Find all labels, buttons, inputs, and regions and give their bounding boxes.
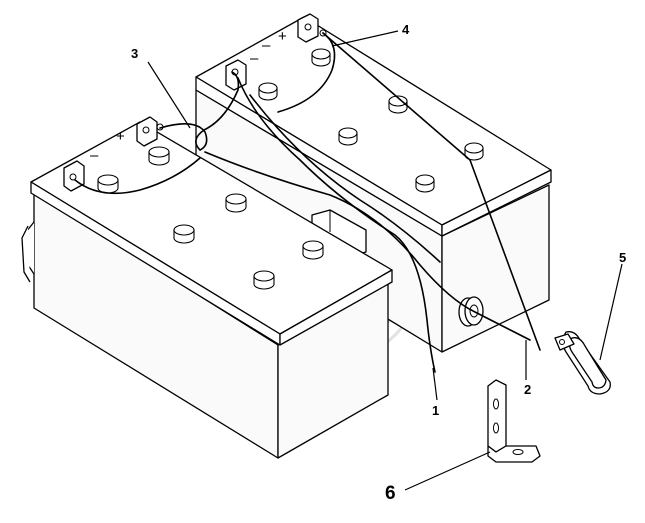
cell-cap <box>97 174 119 194</box>
cell-cap <box>225 193 247 213</box>
negative-sign: – <box>262 37 271 54</box>
cell-cap <box>311 48 331 67</box>
positive-terminal: + – <box>262 13 327 54</box>
cable-grommet-icon <box>458 296 484 327</box>
positive-terminal: + <box>116 116 164 147</box>
cell-cap <box>415 174 435 193</box>
callout-1: 1 <box>432 403 439 418</box>
negative-sign: – <box>90 147 99 164</box>
battery-cables <box>74 32 541 373</box>
cell-cap <box>148 146 170 166</box>
cell-cap <box>253 270 275 290</box>
callout-leaders <box>147 30 623 491</box>
callout-5: 5 <box>619 250 626 265</box>
positive-sign: + <box>278 28 287 45</box>
battery-handle <box>21 221 35 283</box>
mounting-bracket-icon <box>487 379 541 463</box>
cell-cap <box>302 240 324 260</box>
cell-cap <box>388 95 408 114</box>
callout-4: 4 <box>402 22 410 37</box>
callout-3: 3 <box>131 46 138 61</box>
cell-cap <box>173 224 195 244</box>
cell-cap <box>464 142 484 161</box>
positive-sign: + <box>116 128 125 145</box>
negative-sign: – <box>250 50 259 67</box>
cable-clamp-icon <box>554 331 611 395</box>
callout-6: 6 <box>385 483 396 504</box>
cell-cap <box>258 82 278 101</box>
callout-2: 2 <box>524 382 531 397</box>
cell-cap <box>338 127 358 146</box>
battery-front: – + <box>21 116 393 459</box>
